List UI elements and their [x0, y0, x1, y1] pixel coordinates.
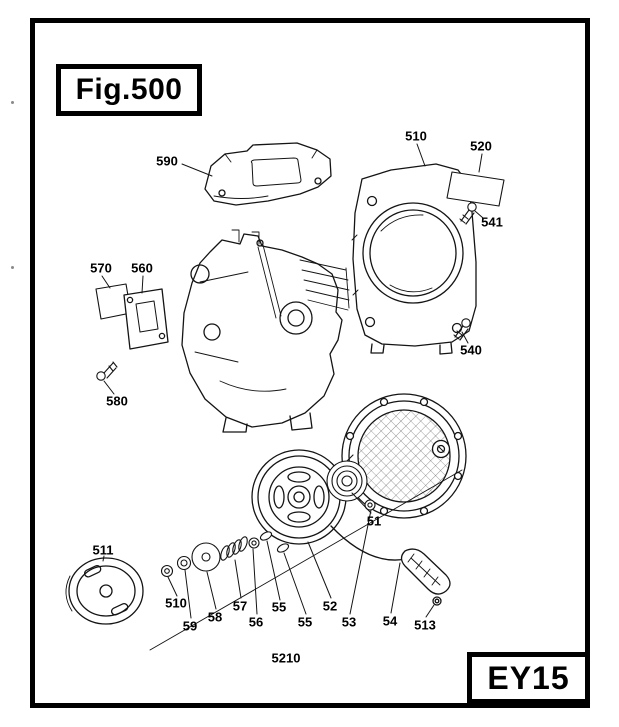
rope-and-handle-drawing [330, 525, 451, 606]
part-label-5210: 5210 [271, 650, 301, 666]
bracket-drawing [123, 288, 169, 350]
rope-pulley-drawing [251, 449, 347, 545]
part-label-511: 511 [92, 542, 114, 558]
page-border [30, 18, 590, 708]
part-label-57: 57 [232, 598, 248, 614]
scan-speck [11, 101, 14, 104]
part-label-590: 590 [156, 153, 178, 169]
part-label-51: 51 [366, 513, 382, 529]
part-label-54: 54 [382, 613, 398, 629]
fan-cover-drawing [351, 163, 477, 355]
starter-cup-drawing [65, 557, 144, 625]
screw-540-drawing [453, 318, 471, 341]
starter-housing-drawing [341, 393, 467, 519]
engine-block-drawing [181, 229, 350, 433]
part-label-53: 53 [341, 614, 357, 630]
part-label-510-small: 510 [165, 595, 187, 611]
part-label-570: 570 [90, 260, 112, 276]
model-code: EY15 [487, 659, 570, 696]
part-label-513: 513 [414, 617, 436, 633]
screw-580-drawing [96, 361, 118, 381]
model-code-box: EY15 [467, 652, 590, 704]
baffle-plate-drawing [204, 142, 332, 206]
part-label-58: 58 [207, 609, 223, 625]
label-plate-drawing [446, 171, 505, 207]
part-label-541: 541 [481, 214, 503, 230]
scan-speck [11, 266, 14, 269]
part-label-510-top: 510 [405, 128, 427, 144]
part-label-59: 59 [182, 618, 198, 634]
part-label-580: 580 [106, 393, 128, 409]
part-label-56: 56 [248, 614, 264, 630]
part-label-55-b: 55 [297, 614, 313, 630]
part-label-55-a: 55 [271, 599, 287, 615]
part-label-540: 540 [460, 342, 482, 358]
small-parts-drawing [160, 499, 376, 578]
part-label-520: 520 [470, 138, 492, 154]
leader-lines [101, 143, 484, 651]
part-label-560: 560 [131, 260, 153, 276]
figure-number: Fig.500 [75, 73, 183, 106]
part-label-52: 52 [322, 598, 338, 614]
spiral-spring-drawing [326, 454, 368, 502]
figure-number-box: Fig.500 [56, 64, 202, 116]
screw-541-drawing [459, 202, 477, 225]
